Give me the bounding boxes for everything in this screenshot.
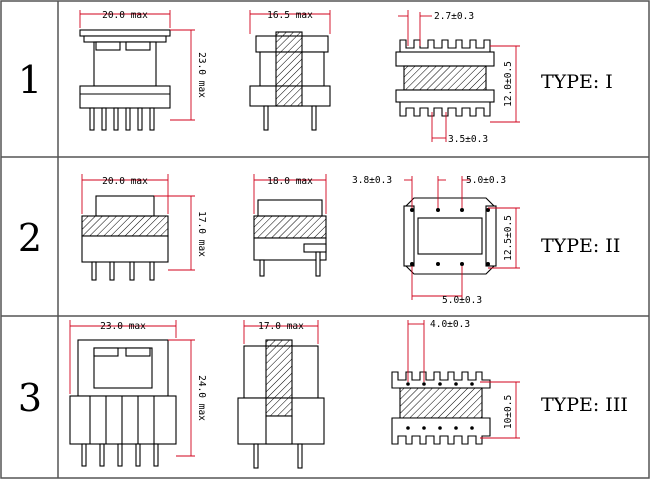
row3-body-height-label: 10±0.5 [503,395,514,429]
row1-side-dimensions [249,10,331,34]
row1-top-view [395,39,495,117]
row2-height-label: 17.0 max [196,211,207,257]
row1-bottom-pitch-label: 3.5±0.3 [448,134,488,145]
row1-front-view [79,29,171,131]
row1-top-dimensions [398,10,520,142]
row-number-2: 2 [18,216,42,260]
row3-side-view [237,339,325,469]
row2-side-view [253,199,327,277]
row3-height-label: 24.0 max [196,375,207,421]
row2-bottom-pitch-label: 5.0±0.3 [442,295,482,306]
row3-side-width-label: 17.0 max [258,321,304,332]
row-number-1: 1 [18,58,42,102]
row2-pitch-a-label: 3.8±0.3 [352,175,392,186]
row1-top-pitch-label: 2.7±0.3 [434,11,474,22]
type-label-2: TYPE: II [541,235,620,257]
row1-side-view [249,31,331,131]
row3-front-dimensions [69,320,195,457]
row3-top-dimensions [407,320,520,439]
row2-front-dimensions [81,174,195,271]
row2-pitch-b-label: 5.0±0.3 [466,175,506,186]
type-label-1: TYPE: I [541,71,613,93]
row1-side-width-label: 16.5 max [267,10,313,21]
row3-top-pitch-label: 4.0±0.3 [430,319,470,330]
type-label-3: TYPE: III [541,394,628,416]
row3-front-view [69,339,177,467]
row-number-3: 3 [18,376,42,420]
row3-top-view [391,371,491,445]
row2-side-dimensions [253,174,327,214]
row2-top-dimensions [404,176,520,300]
row3-width-label: 23.0 max [100,321,146,332]
row2-side-width-label: 18.0 max [267,176,313,187]
row1-body-height-label: 12.0±0.5 [503,61,514,107]
row2-top-view [403,197,497,275]
row2-width-label: 20.0 max [102,176,148,187]
row1-height-label: 23.0 max [196,52,207,98]
row3-side-dimensions [243,320,319,344]
row2-body-height-label: 12.5±0.5 [503,215,514,261]
row2-front-view [81,195,169,281]
row1-front-dimensions [79,10,195,121]
row1-width-label: 20.0 max [102,10,148,21]
